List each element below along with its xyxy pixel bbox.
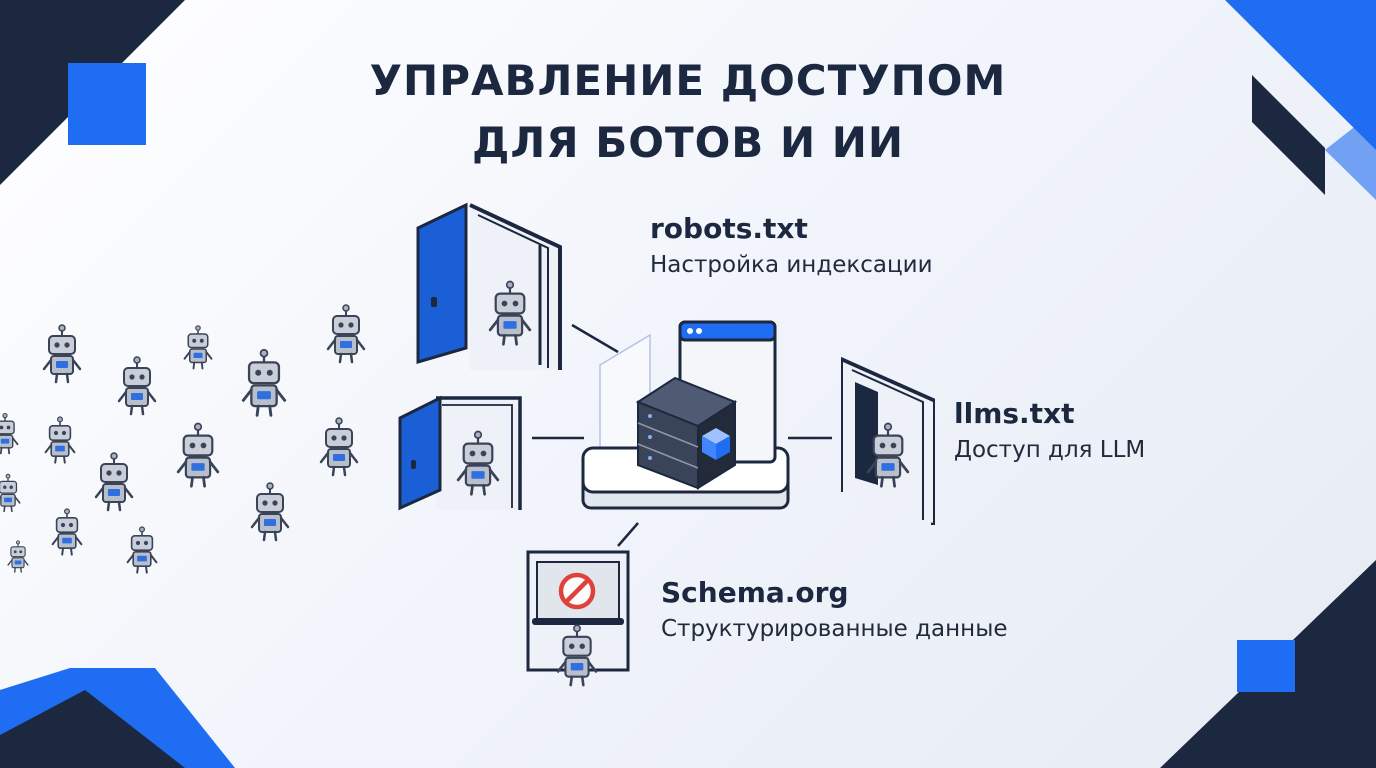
corner-decoration-bottom-right bbox=[1160, 560, 1376, 768]
robot-icon bbox=[42, 323, 82, 384]
no-entry-icon bbox=[558, 572, 596, 610]
robot-icon bbox=[326, 303, 366, 364]
corner-decoration-bottom-left bbox=[0, 668, 235, 768]
robot-icon bbox=[7, 540, 29, 573]
robot-icon bbox=[176, 422, 220, 488]
node-llms-label: llms.txt Доступ для LLM bbox=[954, 395, 1145, 467]
robot-icon bbox=[0, 473, 21, 513]
robot-icon bbox=[44, 415, 76, 464]
door-left-icon bbox=[398, 395, 522, 511]
robot-icon bbox=[250, 481, 290, 542]
node-schema-description: Структурированные данные bbox=[661, 616, 1008, 642]
robot-icon bbox=[241, 348, 287, 417]
connector-robots bbox=[571, 323, 619, 354]
corner-decoration-top-left bbox=[0, 0, 185, 185]
robot-crowd bbox=[0, 303, 366, 574]
node-schema-title: Schema.org bbox=[661, 576, 849, 609]
robot-icon bbox=[94, 451, 134, 512]
node-llms-title: llms.txt bbox=[954, 397, 1075, 430]
node-robots-title: robots.txt bbox=[650, 212, 808, 245]
robot-icon bbox=[117, 355, 157, 416]
robot-icon bbox=[51, 507, 83, 556]
door-llms-icon bbox=[841, 356, 935, 525]
node-robots-description: Настройка индексации bbox=[650, 252, 933, 278]
node-schema-label: Schema.org Структурированные данные bbox=[661, 574, 1008, 646]
node-robots-label: robots.txt Настройка индексации bbox=[650, 210, 933, 282]
robot-icon bbox=[319, 416, 359, 477]
robot-icon bbox=[183, 324, 213, 370]
door-robots-icon bbox=[416, 202, 562, 370]
page-title: УПРАВЛЕНИЕ ДОСТУПОМ ДЛЯ БОТОВ И ИИ bbox=[0, 50, 1376, 174]
connector-lines bbox=[532, 323, 832, 547]
robot-icon bbox=[0, 412, 19, 455]
title-line-1: УПРАВЛЕНИЕ ДОСТУПОМ bbox=[369, 56, 1007, 105]
title-line-2: ДЛЯ БОТОВ И ИИ bbox=[471, 118, 905, 167]
corner-decoration-top-right bbox=[1225, 0, 1376, 200]
server-icon bbox=[635, 376, 738, 490]
robot-icon bbox=[126, 525, 158, 574]
connector-schema bbox=[617, 522, 639, 547]
server-hub bbox=[581, 320, 790, 510]
node-llms-description: Доступ для LLM bbox=[954, 437, 1146, 463]
blocked-door-icon bbox=[526, 550, 630, 687]
